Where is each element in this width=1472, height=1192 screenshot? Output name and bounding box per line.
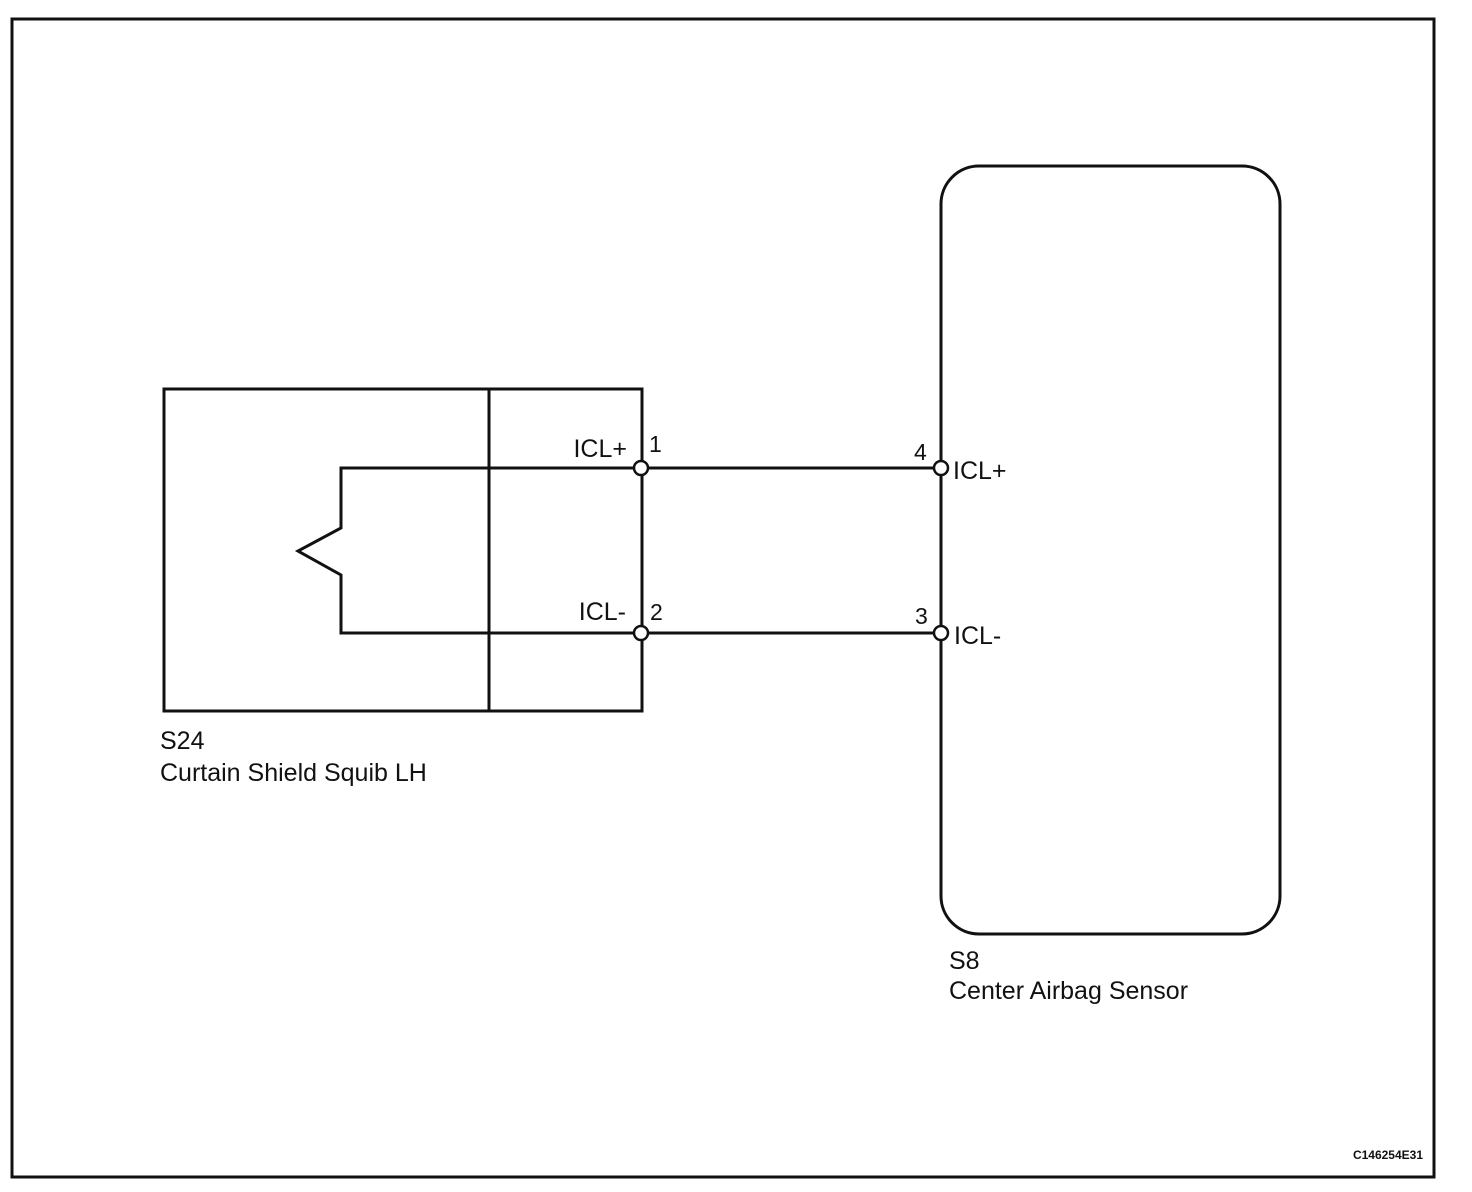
sensor-pin-3-signal: ICL- xyxy=(954,622,1001,650)
sensor-body xyxy=(939,164,1282,936)
figure-id: C146254E31 xyxy=(1353,1148,1423,1162)
sensor-component: 4 ICL+ 3 ICL- S8 Center Airbag Sensor xyxy=(914,164,1282,1005)
squib-pin-1-signal: ICL+ xyxy=(573,435,627,463)
sensor-pin-4-signal: ICL+ xyxy=(953,457,1007,485)
squib-component: ICL+ 1 ICL- 2 S24 Curtain Shield Squib L… xyxy=(160,387,663,787)
squib-pin-1-number: 1 xyxy=(649,431,662,457)
sensor-terminal-4 xyxy=(932,459,950,477)
squib-terminal-2 xyxy=(632,624,650,642)
squib-name: Curtain Shield Squib LH xyxy=(160,759,427,787)
sensor-pin-4-number: 4 xyxy=(914,439,927,465)
sensor-pin-3-number: 3 xyxy=(915,603,928,629)
sensor-terminal-3 xyxy=(932,624,950,642)
squib-terminal-1 xyxy=(632,459,650,477)
squib-pin-2-number: 2 xyxy=(650,599,663,625)
sensor-name: Center Airbag Sensor xyxy=(949,977,1188,1005)
squib-body xyxy=(162,387,644,713)
sensor-code: S8 xyxy=(949,947,980,975)
squib-pin-2-signal: ICL- xyxy=(579,598,626,626)
squib-igniter-symbol xyxy=(294,466,641,635)
squib-code: S24 xyxy=(160,727,205,755)
diagram-frame xyxy=(10,17,1436,1179)
